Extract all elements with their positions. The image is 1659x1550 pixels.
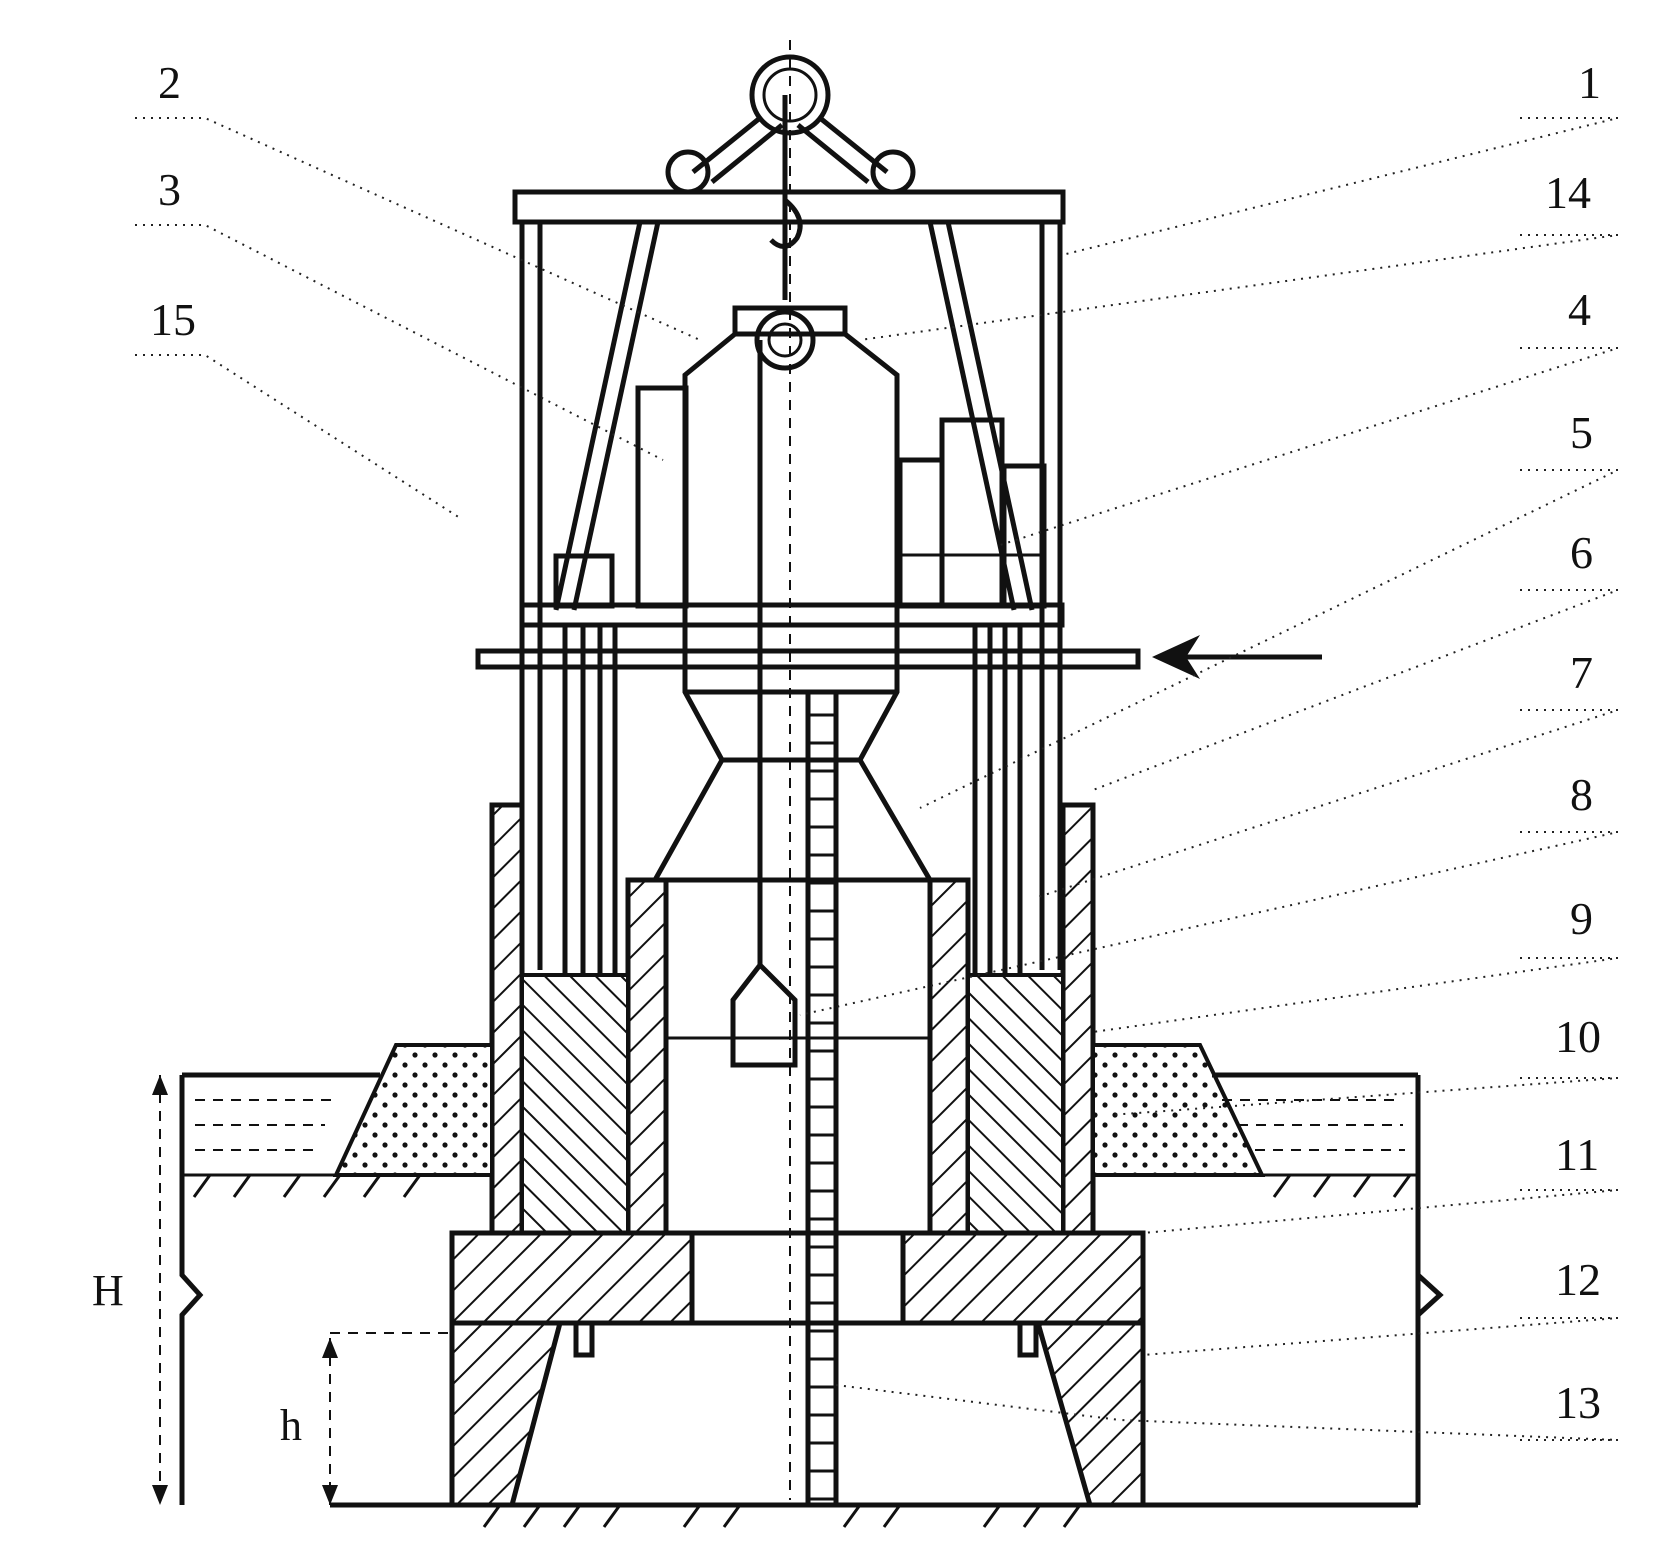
frame-top-beam — [512, 189, 1066, 225]
label-8: 8 — [1570, 769, 1593, 820]
label-3: 3 — [158, 164, 181, 215]
platform — [519, 602, 1065, 628]
label-1: 1 — [1578, 57, 1601, 108]
label-7: 7 — [1570, 647, 1593, 698]
part-labels: 2 3 15 1 14 4 5 6 7 8 9 10 11 12 13 — [150, 57, 1601, 1428]
label-6: 6 — [1570, 527, 1593, 578]
caisson-base — [179, 1175, 1444, 1508]
label-9: 9 — [1570, 893, 1593, 944]
label-5: 5 — [1570, 407, 1593, 458]
ground-hatch — [192, 1174, 1412, 1528]
label-10: 10 — [1555, 1011, 1601, 1062]
drill-ladder — [805, 692, 839, 1505]
dimension-h-label: h — [280, 1401, 302, 1450]
dimension-H: H — [92, 1075, 168, 1505]
label-13: 13 — [1555, 1377, 1601, 1428]
label-15: 15 — [150, 294, 196, 345]
inner-walls — [625, 877, 971, 1236]
bucket — [730, 340, 798, 1068]
equipment-boxes — [553, 385, 1047, 609]
feed-pipe — [475, 635, 1322, 679]
label-11: 11 — [1555, 1129, 1599, 1180]
base-shoes — [520, 973, 1065, 1235]
funnel-cone — [650, 757, 935, 883]
water-right — [1212, 1072, 1421, 1177]
label-2: 2 — [158, 57, 181, 108]
dimension-H-label: H — [92, 1266, 124, 1315]
embankments — [332, 1043, 1266, 1177]
water-left — [179, 1072, 380, 1177]
label-12: 12 — [1555, 1254, 1601, 1305]
guide-rods — [562, 625, 1023, 975]
hook — [769, 95, 803, 300]
leader-lines — [135, 117, 1619, 1441]
label-14: 14 — [1545, 167, 1591, 218]
dimension-h: h — [280, 1338, 338, 1505]
label-4: 4 — [1568, 284, 1591, 335]
